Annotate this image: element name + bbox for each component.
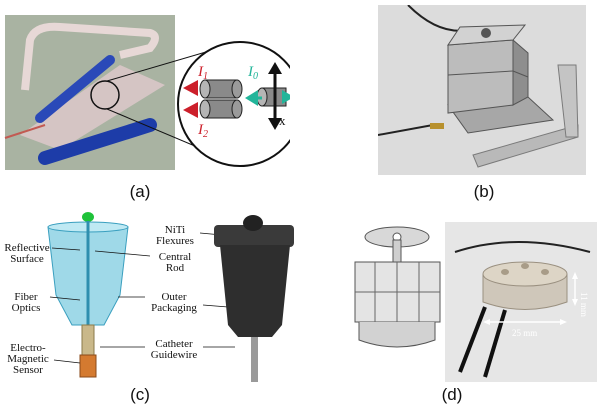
- label-niti-flexures: NiTi Flexures: [156, 224, 194, 247]
- cad-shaft: [81, 324, 95, 356]
- cube-front: [447, 39, 514, 114]
- fiber-left: [458, 306, 487, 373]
- cad-coil: [79, 354, 97, 378]
- panel-b: [377, 4, 586, 175]
- green-tip: [82, 212, 94, 222]
- label-i0: I0: [247, 64, 258, 82]
- label-outer-packaging: Outer Packaging: [151, 291, 197, 314]
- sensor-top: [482, 261, 568, 287]
- zoom-source-circle: [90, 80, 120, 110]
- blue-grip-lower: [38, 118, 157, 165]
- caption-d: (d): [441, 385, 463, 404]
- label-central-rod: Central Rod: [158, 251, 192, 274]
- label-em-sensor: Electro- Magnetic Sensor: [7, 342, 49, 376]
- panel-d: 25 mm 11 mm: [335, 222, 597, 382]
- red-arrow-lower: [183, 102, 198, 118]
- panel-c-figure: [47, 212, 294, 382]
- catheter-tip: [4, 124, 46, 139]
- width-label: 25 mm: [512, 328, 537, 338]
- label-reflective-surface: Reflective Surface: [4, 242, 50, 265]
- height-label: 11 mm: [579, 292, 589, 317]
- caption-b: (b): [473, 182, 495, 201]
- cube-side: [512, 38, 529, 106]
- fiber-right: [483, 309, 507, 378]
- panel-a-figure: I1 I0 I2 x: [4, 15, 303, 170]
- panel-c: NiTi Flexures Reflective Surface Central…: [0, 205, 320, 385]
- panel-d-figure: 25 mm 11 mm: [354, 222, 597, 382]
- cad-base: [358, 322, 436, 348]
- blue-grip-upper: [35, 55, 115, 123]
- caption-c: (c): [130, 385, 150, 404]
- device-top: [214, 225, 294, 247]
- device-body: [220, 245, 290, 337]
- label-x: x: [279, 113, 286, 128]
- label-i2: I2: [197, 122, 208, 140]
- panel-a: I1 I0 I2 x: [0, 0, 303, 178]
- device-wire: [251, 337, 258, 382]
- caption-a: (a): [129, 182, 151, 201]
- label-i1: I1: [197, 64, 208, 82]
- top-hole: [481, 28, 491, 38]
- teal-arrow-right: [282, 90, 294, 104]
- label-catheter-guidewire: Catheter Guidewire: [150, 338, 198, 361]
- handle-loop: [21, 22, 159, 91]
- teal-arrow-middle: [245, 90, 258, 106]
- label-fiber-optics: Fiber Optics: [11, 291, 41, 314]
- red-arrow-upper: [183, 80, 198, 96]
- panel-b-figure: [377, 4, 586, 175]
- catheter-body: [20, 65, 165, 150]
- cable-left: [377, 124, 434, 136]
- connector: [430, 123, 444, 129]
